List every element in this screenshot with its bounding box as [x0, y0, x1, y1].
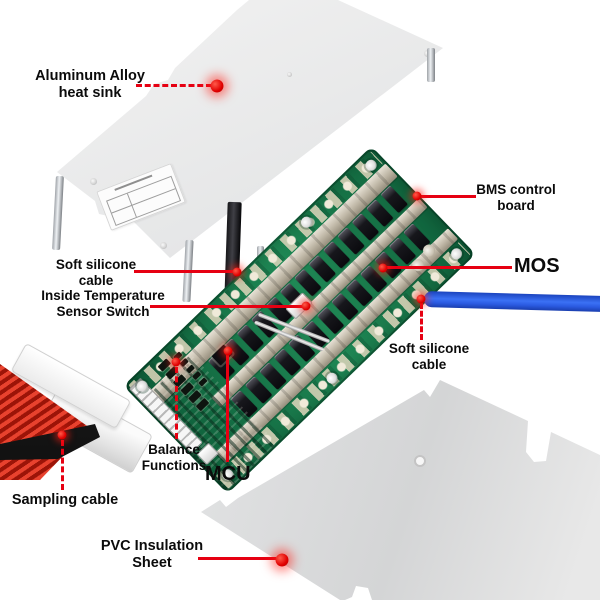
pointer-line-heat-sink: [136, 84, 212, 87]
label-line: Sheet: [132, 554, 172, 571]
pointer-line-balance: [175, 367, 178, 439]
label-temp-sensor-switch: Inside Temperature Sensor Switch: [41, 288, 165, 319]
label-sampling-cable: Sampling cable: [12, 492, 118, 509]
pointer-dot-mcu: [223, 346, 233, 356]
pointer-dot-soft-silicone-right: [416, 294, 426, 304]
label-line: BMS control: [476, 182, 556, 197]
label-line: Balance: [148, 442, 200, 457]
pointer-dot-temp-sensor: [301, 301, 311, 311]
label-line: PVC Insulation: [100, 538, 204, 554]
label-line: board: [497, 197, 535, 213]
label-line: MOS: [514, 255, 560, 277]
label-aluminum-heat-sink: Aluminum Alloy heat sink: [35, 68, 145, 101]
label-line: Sensor Switch: [56, 303, 150, 319]
label-line: Inside Temperature: [41, 288, 165, 303]
pointer-dot-mos: [378, 263, 388, 273]
heatsink-screw-hole: [90, 178, 97, 185]
label-line: Soft silicone: [55, 257, 137, 272]
label-soft-silicone-cable-right: Soft silicone cable: [389, 341, 469, 372]
pointer-line-mcu: [226, 354, 229, 462]
pointer-dot-balance: [171, 357, 181, 367]
pointer-dot-soft-silicone-left: [232, 267, 242, 277]
pointer-line-temp-sensor: [150, 305, 302, 308]
label-line: cable: [411, 356, 447, 372]
label-line: Aluminum Alloy: [35, 68, 145, 84]
pointer-dot-bms-board: [412, 191, 422, 201]
pointer-line-bms-board: [421, 195, 476, 198]
label-line: Sampling cable: [11, 492, 119, 508]
heatsink-screw-hole: [160, 242, 167, 249]
smd-resistor: [185, 364, 196, 374]
label-bms-control-board: BMS control board: [476, 182, 556, 213]
pointer-line-sampling: [61, 440, 64, 490]
heatsink-leg: [427, 48, 435, 82]
label-pvc-insulation-sheet: PVC Insulation Sheet: [101, 538, 203, 571]
label-balance-functions: Balance Functions: [142, 442, 207, 473]
smd-resistor: [179, 357, 189, 368]
label-line: Functions: [141, 457, 207, 473]
pointer-line-mos: [387, 266, 512, 269]
pointer-dot-sampling: [57, 430, 67, 440]
label-mos: MOS: [514, 256, 560, 276]
label-line: MCU: [205, 463, 251, 485]
label-mcu: MCU: [205, 464, 251, 484]
label-line: cable: [78, 272, 114, 288]
label-line: Soft silicone: [388, 341, 470, 356]
pvc-sheet-hole: [414, 455, 426, 467]
pointer-line-soft-silicone-left: [134, 270, 233, 273]
pointer-dot-pvc: [275, 553, 289, 567]
smd-resistor: [192, 370, 202, 381]
pointer-line-pvc: [198, 557, 276, 560]
label-line: heat sink: [58, 84, 122, 101]
pointer-line-soft-silicone-right: [420, 303, 423, 340]
heatsink-leg: [52, 175, 64, 251]
heatsink-screw-hole: [287, 72, 292, 77]
label-soft-silicone-cable-left: Soft silicone cable: [56, 257, 136, 288]
blue-silicone-cable: [423, 291, 600, 313]
pointer-dot-heat-sink: [210, 79, 224, 93]
